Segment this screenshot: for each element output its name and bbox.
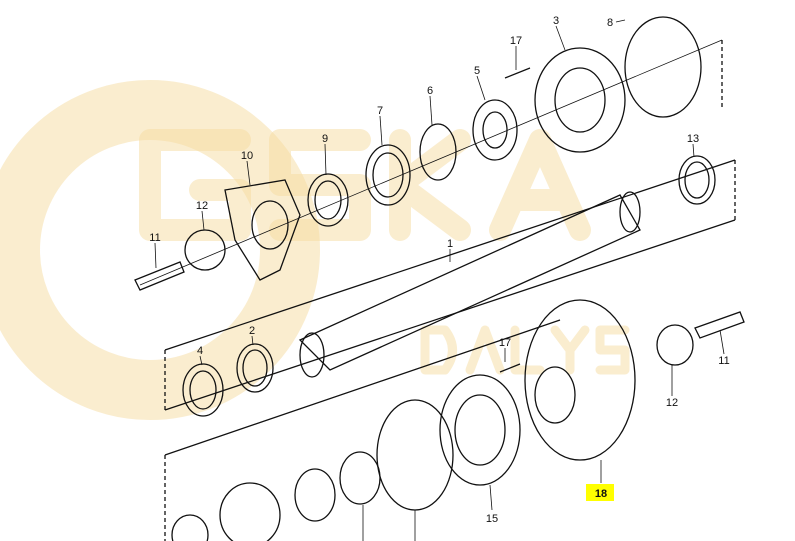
watermark-logo [0, 80, 630, 420]
callout-5: 5 [474, 65, 480, 77]
leader-lines [154, 19, 725, 541]
callout-11: 11 [149, 232, 160, 244]
callout-4: 4 [197, 345, 203, 357]
callout-12-lower: 12 [666, 397, 678, 409]
parts [134, 16, 745, 541]
callout-10: 10 [241, 150, 253, 162]
callout-15: 15 [486, 513, 498, 525]
highlight-badge [586, 484, 614, 501]
callout-1: 1 [447, 238, 453, 250]
lower-axis [164, 319, 561, 541]
callouts: 3 8 17 5 6 7 9 10 12 11 13 1 2 4 17 11 1… [149, 15, 729, 525]
callout-3: 3 [553, 15, 559, 27]
callout-6: 6 [427, 85, 433, 97]
callout-17-lower: 17 [499, 337, 511, 349]
callout-11-lower: 11 [718, 355, 729, 367]
callout-12: 12 [196, 200, 208, 212]
callout-17: 17 [510, 35, 522, 47]
callout-13: 13 [687, 133, 699, 145]
callout-7: 7 [377, 105, 383, 117]
callout-2: 2 [249, 325, 255, 337]
callout-9: 9 [322, 133, 328, 145]
callout-8: 8 [607, 17, 613, 29]
callout-18-highlighted[interactable]: 18 [595, 488, 607, 500]
